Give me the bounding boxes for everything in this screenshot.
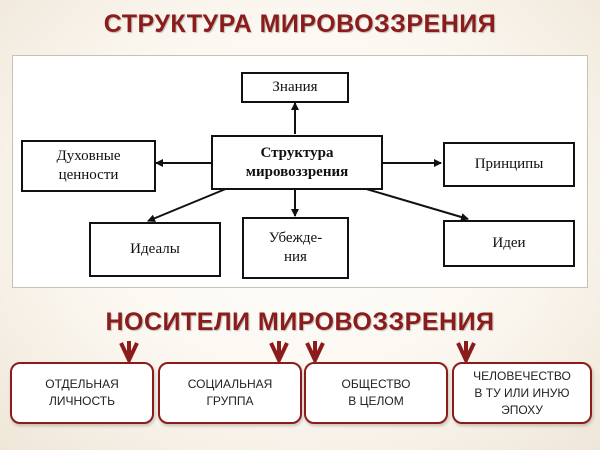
carrier-society: ОБЩЕСТВО В ЦЕЛОМ xyxy=(304,362,448,424)
down-arrow-icon xyxy=(305,341,325,365)
structure-scheme: Знания Структура мировоззрения Духовные … xyxy=(12,55,588,288)
arrow-to-bottom-right xyxy=(362,187,469,221)
arrow-to-bottom-left xyxy=(147,187,229,223)
down-arrow-icon xyxy=(269,341,289,365)
carrier-humanity: ЧЕЛОВЕЧЕСТВО В ТУ ИЛИ ИНУЮ ЭПОХУ xyxy=(452,362,592,424)
carrier-social-group: СОЦИАЛЬНАЯ ГРУППА xyxy=(158,362,302,424)
scheme-connectors xyxy=(147,102,469,223)
box-ideals: Идеалы xyxy=(89,222,221,277)
box-knowledge: Знания xyxy=(241,72,349,103)
box-ideas: Идеи xyxy=(443,220,575,267)
box-beliefs: Убежде- ния xyxy=(242,217,349,279)
box-center: Структура мировоззрения xyxy=(211,135,383,190)
carrier-individual: ОТДЕЛЬНАЯ ЛИЧНОСТЬ xyxy=(10,362,154,424)
section-title: НОСИТЕЛИ МИРОВОЗЗРЕНИЯ xyxy=(105,308,495,336)
page-title: СТРУКТУРА МИРОВОЗЗРЕНИЯ xyxy=(103,10,497,38)
down-arrow-icon xyxy=(456,341,476,365)
down-arrow-icon xyxy=(119,341,139,365)
box-principles: Принципы xyxy=(443,142,575,187)
box-spiritual-values: Духовные ценности xyxy=(21,140,156,192)
